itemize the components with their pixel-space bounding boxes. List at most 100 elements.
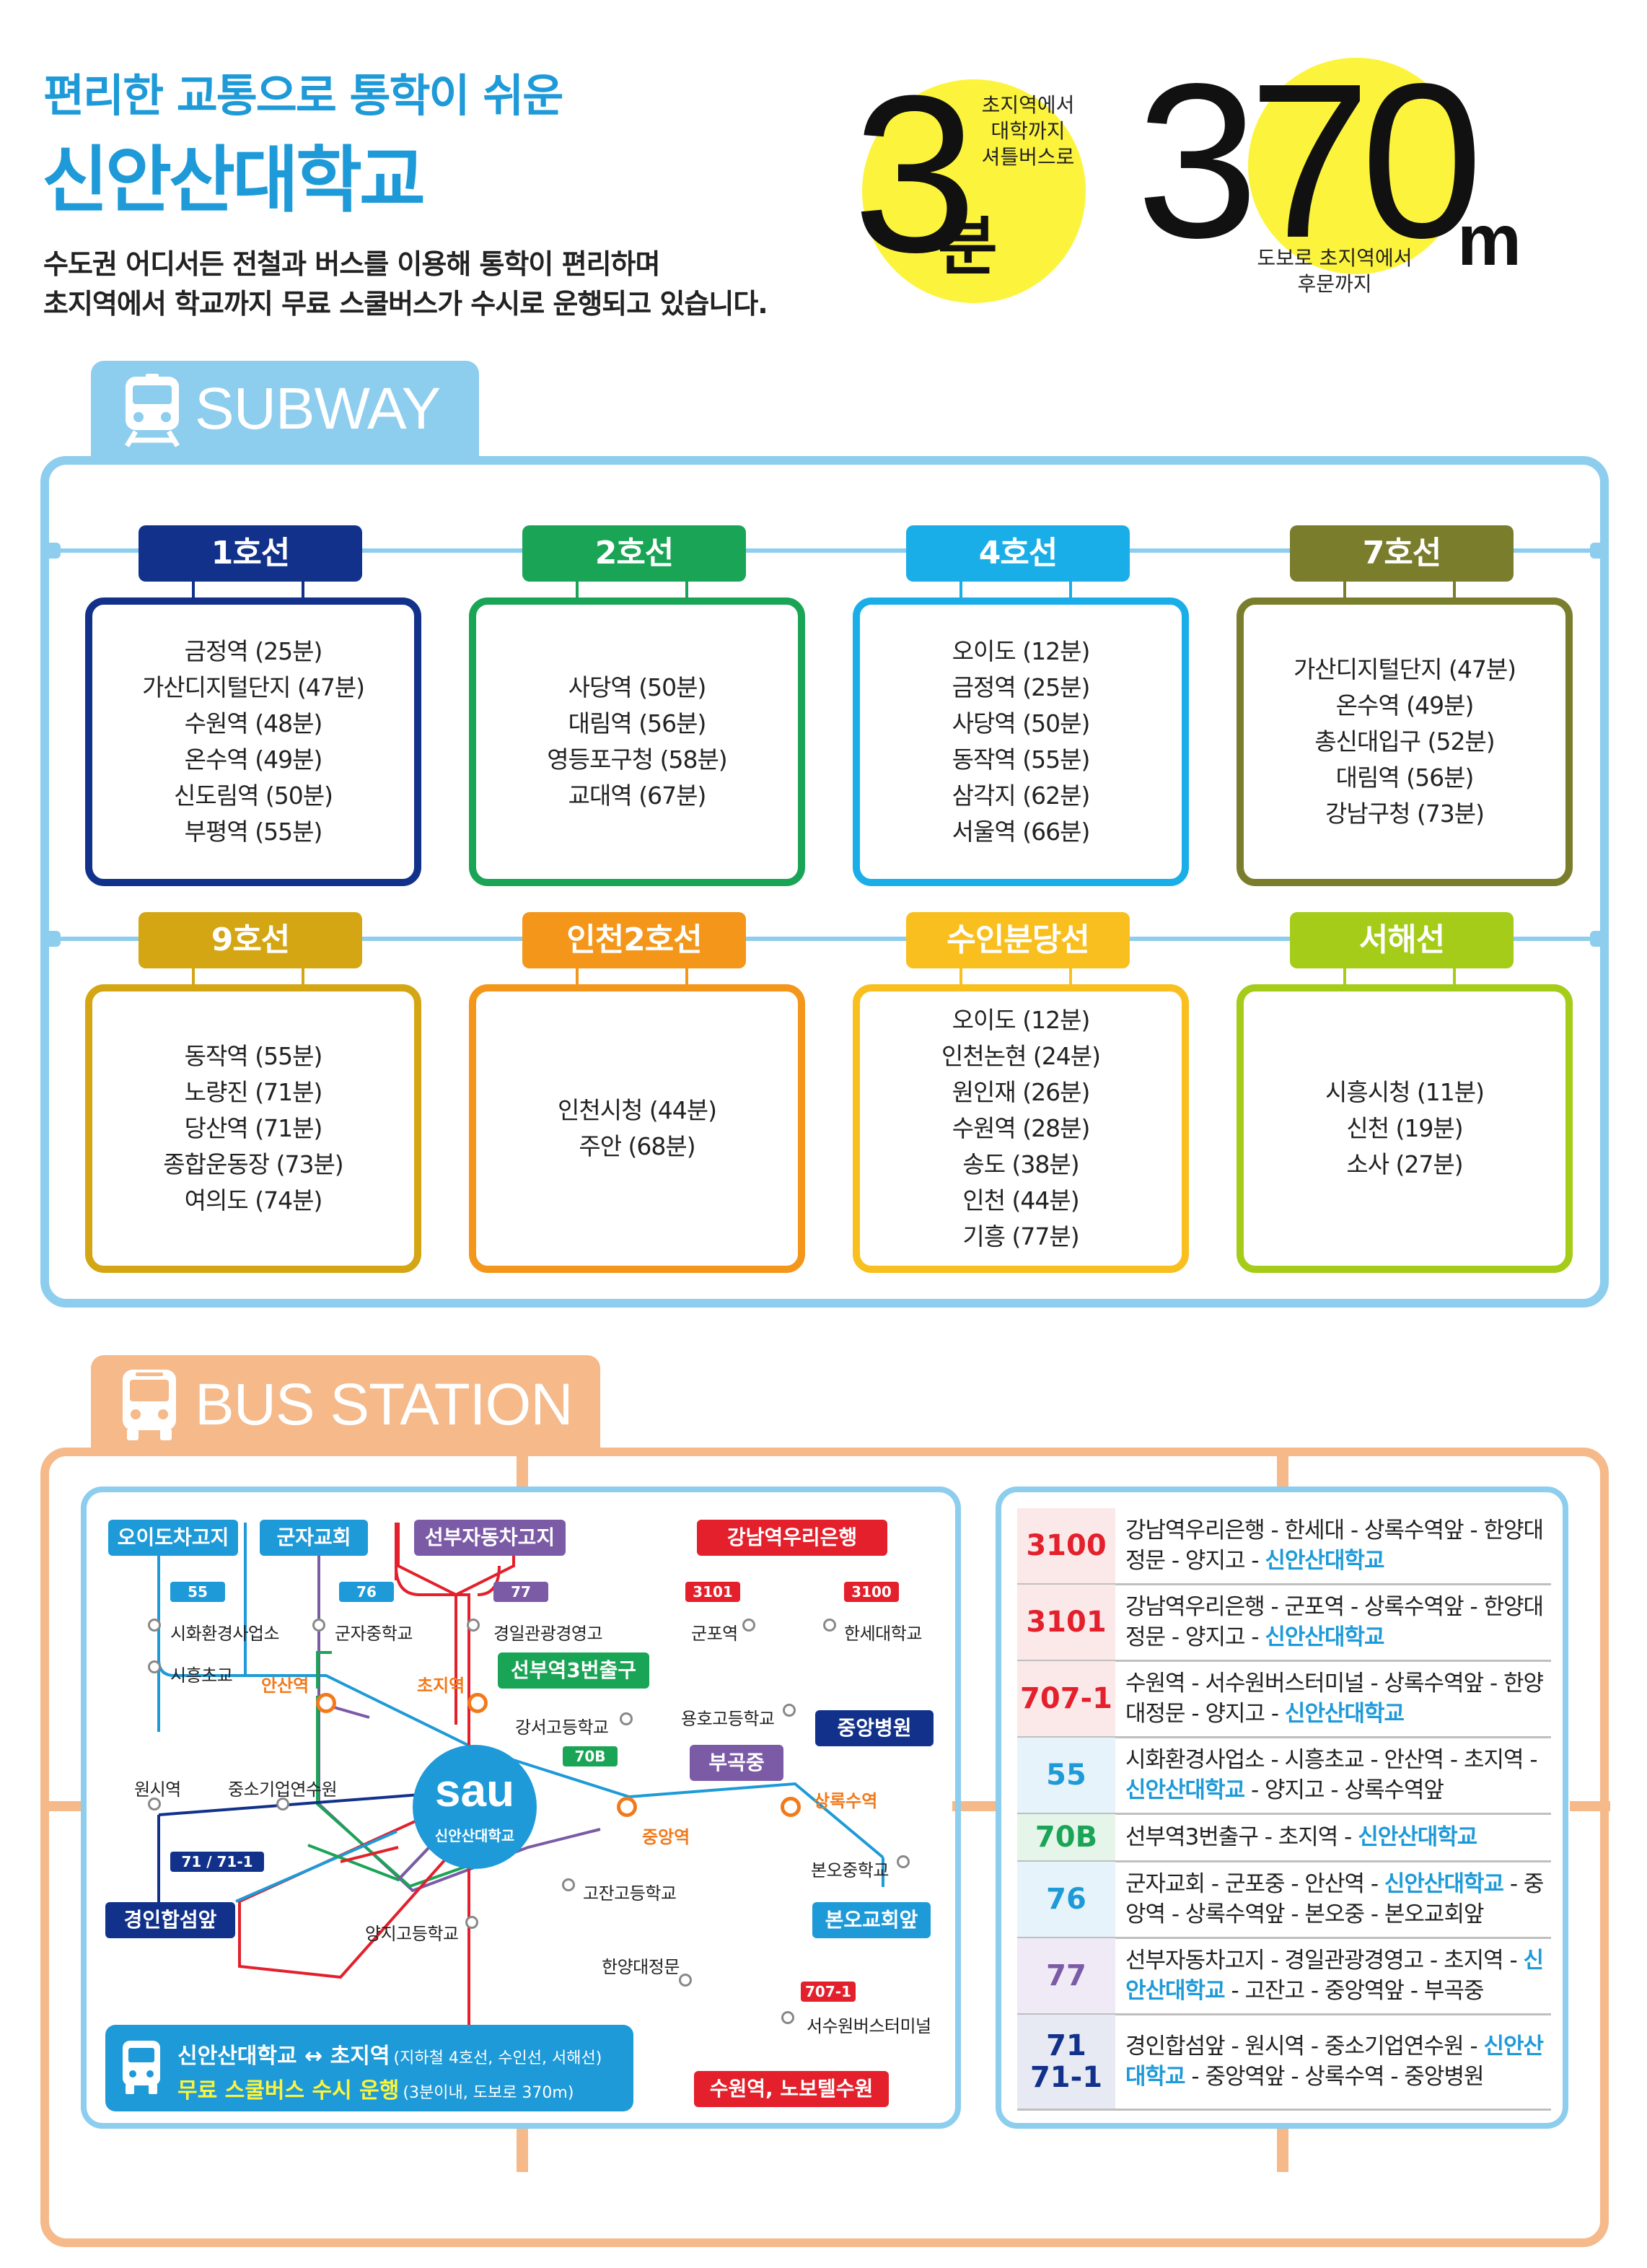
bus-route-number: 55 [1017, 1738, 1115, 1813]
station-item: 시흥시청 (11분) [1325, 1078, 1485, 1106]
station-item: 금정역 (25분) [184, 637, 323, 665]
station-item: 주안 (68분) [579, 1132, 695, 1160]
station-item: 종합운동장 (73분) [163, 1150, 343, 1178]
route-stops-text: - 중앙역앞 - 상록수역 - 중앙병원 [1185, 2064, 1484, 2090]
subway-line-tab: 1호선 [139, 525, 362, 582]
terminal-gyeongin: 경인합섬앞 [105, 1902, 235, 1938]
shuttle-bus-icon [123, 2041, 160, 2094]
route-stops-text: 경인합섬앞 - 원시역 - 중소기업연수원 - [1125, 2033, 1484, 2059]
terminal-gangnam: 강남역우리은행 [697, 1520, 887, 1556]
route-stops-text: 선부역3번출구 - 초지역 - [1125, 1824, 1358, 1850]
stop-marker [679, 1974, 692, 1987]
bus-route-description: 시화환경사업소 - 시흥초교 - 안산역 - 초지역 - 신안산대학교 - 양지… [1115, 1745, 1551, 1805]
station-item: 노량진 (71분) [184, 1078, 323, 1106]
station-item: 오이도 (12분) [952, 1006, 1091, 1034]
subway-line-tab: 수인분당선 [906, 912, 1130, 968]
stop-bonojung: 본오중학교 [811, 1860, 889, 1880]
rail-dot [45, 543, 61, 559]
hub-label-sangnoksu: 상록수역 [814, 1791, 878, 1811]
shuttle-free-note: (3분이내, 도보로 370m) [403, 2084, 574, 2102]
route-stops-text: 시화환경사업소 - 시흥초교 - 안산역 - 초지역 - [1125, 1747, 1538, 1773]
hub-label-ansan: 안산역 [261, 1676, 309, 1696]
station-item: 여의도 (74분) [184, 1186, 323, 1214]
rail-dot [45, 931, 61, 947]
bus-map-panel [81, 1487, 961, 2129]
stop-jungso: 중소기업연수원 [228, 1779, 338, 1800]
bus-route-number-text: 3100 [1026, 1529, 1107, 1562]
stop-hanyang: 한양대정문 [602, 1957, 680, 1977]
bus-route-number: 3100 [1017, 1508, 1115, 1583]
stat2-number: 370 [1136, 38, 1483, 284]
stop-marker [620, 1712, 633, 1725]
bus-route-number: 76 [1017, 1862, 1115, 1937]
route-tag-76: 76 [339, 1582, 394, 1602]
subway-line-connector [302, 968, 304, 984]
bus-route-number-text: 70B [1035, 1821, 1098, 1854]
route-stops-text: 선부자동차고지 - 경일관광경영고 - 초지역 - [1125, 1948, 1524, 1974]
bus-route-number-text: 3101 [1026, 1606, 1107, 1639]
rail-dot [1590, 543, 1606, 559]
subway-heading: SUBWAY [195, 376, 441, 442]
subway-line-station-box: 오이도 (12분)금정역 (25분)사당역 (50분)동작역 (55분)삼각지 … [853, 597, 1189, 886]
stat1-note3: 셔틀버스로 [981, 145, 1075, 169]
subway-line-connector [959, 968, 962, 984]
bus-route-number-text: 76 [1046, 1883, 1086, 1916]
station-item: 원인재 (26분) [952, 1078, 1091, 1106]
station-item: 온수역 (49분) [184, 745, 323, 774]
bus-route-number: 3101 [1017, 1585, 1115, 1660]
stop-marker [823, 1619, 836, 1632]
subway-line-connector [959, 582, 962, 597]
station-item: 영등포구청 (58분) [547, 745, 727, 774]
subway-line-connector [576, 582, 579, 597]
bus-heading: BUS STATION [195, 1372, 574, 1437]
station-item: 서울역 (66분) [952, 818, 1091, 846]
route-tag-707: 707-1 [801, 1982, 856, 2002]
station-item: 인천논현 (24분) [941, 1042, 1101, 1070]
subway-line-station-box: 인천시청 (44분)주안 (68분) [469, 984, 805, 1273]
route-tag-3100: 3100 [844, 1582, 899, 1602]
stat1-note1: 초지역에서 [981, 93, 1075, 117]
stop-gunpo: 군포역 [691, 1624, 738, 1644]
bus-route-number: 707-1 [1017, 1661, 1115, 1736]
route-highlight-university: 신안산대학교 [1125, 1948, 1544, 2004]
stop-marker [465, 1916, 478, 1929]
shuttle-info-box: 신안산대학교 ↔ 초지역 (지하철 4호선, 수인선, 서해선) 무료 스쿨버스… [105, 2025, 633, 2111]
bus-route-number-text: 707-1 [1020, 1682, 1112, 1715]
subway-line-tab: 7호선 [1290, 525, 1514, 582]
stop-marker [783, 1704, 796, 1717]
frame-connector [1277, 1450, 1288, 1487]
station-item: 대림역 (56분) [1335, 763, 1475, 792]
route-highlight-university: 신안산대학교 [1125, 1777, 1245, 1803]
subway-line-connector [576, 968, 579, 984]
stop-yongho: 용호고등학교 [681, 1709, 775, 1729]
stop-gangseo: 강서고등학교 [515, 1717, 609, 1738]
subway-line-tab: 9호선 [139, 912, 362, 968]
route-tag-3101: 3101 [685, 1582, 740, 1602]
route-highlight-university: 신안산대학교 [1265, 1624, 1384, 1650]
shuttle-route-note: (지하철 4호선, 수인선, 서해선) [393, 2049, 602, 2067]
subway-line-station-box: 오이도 (12분)인천논현 (24분)원인재 (26분)수원역 (28분)송도 … [853, 984, 1189, 1273]
subway-rail-bottom [45, 937, 1604, 941]
route-stops-text: - 양지고 - 상록수역앞 [1244, 1777, 1444, 1803]
bus-route-number-text: 77 [1046, 1959, 1086, 1992]
route-tag-55: 55 [170, 1582, 225, 1602]
subway-line-connector [1453, 582, 1456, 597]
subway-rail-top [45, 548, 1604, 553]
page-title: 신안산대학교 [42, 138, 426, 222]
hub-marker-jungang [617, 1797, 637, 1817]
frame-connector [1277, 2129, 1288, 2172]
stop-marker [781, 2011, 794, 2024]
shuttle-route: 신안산대학교 ↔ 초지역 [177, 2044, 390, 2069]
station-item: 수원역 (28분) [952, 1114, 1091, 1142]
route-highlight-university: 신안산대학교 [1358, 1824, 1477, 1850]
bus-route-number-text: 71-1 [1029, 2061, 1103, 2094]
shuttle-free-service: 무료 스쿨버스 수시 운행 [177, 2078, 400, 2103]
route-stops-text: 강남역우리은행 - 한세대 - 상록수역앞 - 한양대정문 - 양지고 - [1125, 1518, 1544, 1574]
subway-line-connector [192, 968, 195, 984]
terminal-bugok: 부곡중 [690, 1745, 783, 1781]
stat2-note1: 도보로 초지역에서 [1257, 246, 1413, 270]
bus-route-description: 강남역우리은행 - 군포역 - 상록수역앞 - 한양대정문 - 양지고 - 신안… [1115, 1592, 1551, 1652]
subway-line-station-box: 사당역 (50분)대림역 (56분)영등포구청 (58분)교대역 (67분) [469, 597, 805, 886]
